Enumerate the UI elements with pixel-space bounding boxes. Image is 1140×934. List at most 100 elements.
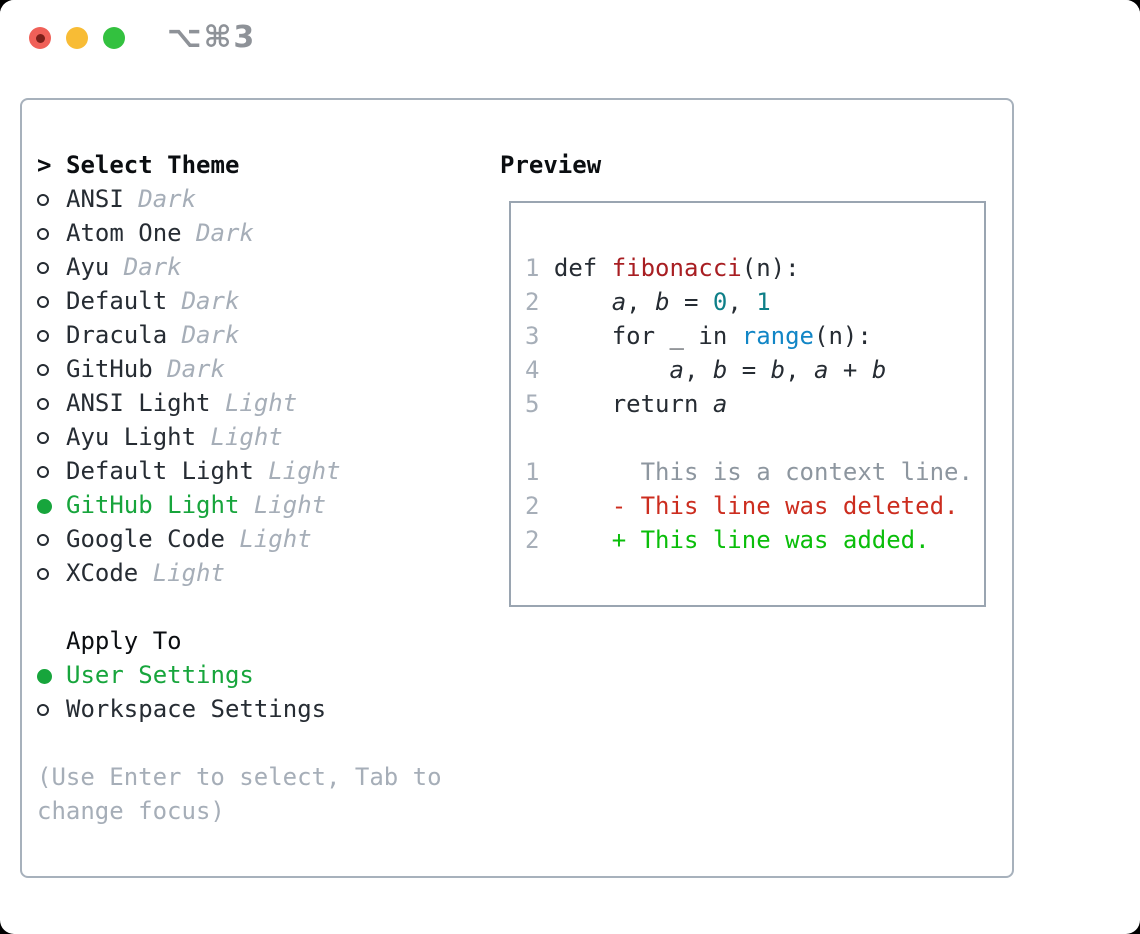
code-segment-pl xyxy=(539,254,553,282)
code-segment-var: b xyxy=(871,356,887,384)
theme-option[interactable]: ANSI Light Light xyxy=(37,386,442,420)
option-label: GitHub Light xyxy=(66,491,240,519)
radio-unselected-icon xyxy=(37,386,66,420)
preview-column: Preview xyxy=(500,148,601,182)
option-label: Default xyxy=(66,287,168,315)
theme-option[interactable]: Atom One Dark xyxy=(37,216,442,250)
code-segment-ln: 2 xyxy=(525,492,540,520)
radio-selected-icon xyxy=(37,658,66,692)
radio-unselected-icon xyxy=(37,318,66,352)
theme-option[interactable]: Ayu Dark xyxy=(37,250,442,284)
code-segment-ln: 2 xyxy=(525,526,540,554)
preview-line: 1 def fibonacci(n): xyxy=(525,251,984,285)
code-segment-ln: 1 xyxy=(525,458,540,486)
code-segment-pl: , xyxy=(785,356,815,384)
code-segment-pl: def xyxy=(553,254,612,282)
code-segment-ln: 3 xyxy=(525,322,540,350)
preview-heading: Preview xyxy=(500,151,602,179)
variant-label: Light xyxy=(253,457,341,485)
option-label: Ayu xyxy=(66,253,110,281)
radio-unselected-icon xyxy=(37,454,66,488)
preview-line: 3 for _ in range(n): xyxy=(525,319,984,353)
theme-option[interactable]: ANSI Dark xyxy=(37,182,442,216)
code-segment-pl: return xyxy=(539,390,713,418)
variant-label: Dark xyxy=(152,355,225,383)
variant-label: Dark xyxy=(167,287,240,315)
radio-unselected-icon xyxy=(37,352,66,386)
theme-option[interactable]: Google Code Light xyxy=(37,522,442,556)
select-theme-heading: >Select Theme xyxy=(37,148,442,182)
minimize-button[interactable] xyxy=(66,27,88,49)
prompt-icon: > xyxy=(37,151,52,179)
code-segment-pl: for _ in xyxy=(539,322,742,350)
preview-line: 1 This is a context line. xyxy=(525,455,984,489)
close-button[interactable] xyxy=(29,27,51,49)
variant-label: Light xyxy=(210,389,298,417)
code-segment-pl: , xyxy=(683,356,713,384)
code-segment-num: 1 xyxy=(756,288,771,316)
radio-unselected-icon xyxy=(37,284,66,318)
theme-option[interactable]: GitHub Dark xyxy=(37,352,442,386)
help-line: change focus) xyxy=(37,797,225,825)
variant-label: Dark xyxy=(109,253,182,281)
theme-option[interactable]: Default Dark xyxy=(37,284,442,318)
code-segment-ln: 1 xyxy=(525,254,540,282)
code-segment-var: a xyxy=(814,356,829,384)
theme-option[interactable]: Default Light Light xyxy=(37,454,442,488)
variant-label: Light xyxy=(224,525,312,553)
help-line: (Use Enter to select, Tab to xyxy=(37,763,442,791)
theme-option[interactable]: Ayu Light Light xyxy=(37,420,442,454)
code-segment-pl: , xyxy=(727,288,757,316)
code-segment-pl: = xyxy=(727,356,771,384)
variant-label: Light xyxy=(196,423,283,451)
help-text: (Use Enter to select, Tab to change focus… xyxy=(37,760,442,828)
code-segment-call: range xyxy=(741,322,814,350)
preview-line xyxy=(525,421,984,455)
code-segment-pl: (n): xyxy=(741,254,800,282)
option-label: Workspace Settings xyxy=(66,695,327,723)
traffic-lights xyxy=(29,27,125,49)
window-title: ⌥⌘3 xyxy=(167,20,257,55)
radio-unselected-icon xyxy=(37,522,66,556)
variant-label: Dark xyxy=(181,219,254,247)
theme-option[interactable]: XCode Light xyxy=(37,556,442,590)
radio-unselected-icon xyxy=(37,250,66,284)
code-segment-del: - This line was deleted. xyxy=(539,492,959,520)
code-segment-var: b xyxy=(655,288,670,316)
titlebar: ⌥⌘3 xyxy=(0,0,1140,76)
code-segment-pl: (n): xyxy=(814,322,872,350)
radio-unselected-icon xyxy=(37,182,66,216)
zoom-button[interactable] xyxy=(103,27,125,49)
radio-unselected-icon xyxy=(37,216,66,250)
preview-line: 2 - This line was deleted. xyxy=(525,489,984,523)
code-segment-pl xyxy=(539,288,611,316)
option-label: XCode xyxy=(66,559,139,587)
code-segment-pl: + xyxy=(828,356,872,384)
code-segment-ln: 4 xyxy=(525,356,540,384)
variant-label: Light xyxy=(138,559,225,587)
code-segment-var: b xyxy=(712,356,728,384)
apply-option[interactable]: User Settings xyxy=(37,658,442,692)
variant-label: Dark xyxy=(123,185,197,213)
option-label: ANSI Light xyxy=(66,389,211,417)
apply-option[interactable]: Workspace Settings xyxy=(37,692,442,726)
variant-label: Light xyxy=(239,491,327,519)
preview-line: 2 a, b = 0, 1 xyxy=(525,285,984,319)
radio-unselected-icon xyxy=(37,692,66,726)
preview-line: 5 return a xyxy=(525,387,984,421)
code-segment-pl: , xyxy=(626,288,656,316)
code-segment-var: a xyxy=(611,288,627,316)
apply-to-heading-label: Apply To xyxy=(66,627,182,655)
radio-unselected-icon xyxy=(37,420,66,454)
code-segment-ctx: This is a context line. xyxy=(539,458,973,486)
apply-to-heading: Apply To xyxy=(37,624,442,658)
code-segment-var: a xyxy=(712,390,728,418)
option-label: Default Light xyxy=(66,457,254,485)
theme-option[interactable]: GitHub Light Light xyxy=(37,488,442,522)
code-segment-pl xyxy=(539,356,669,384)
option-label: Google Code xyxy=(66,525,225,553)
theme-option[interactable]: Dracula Dark xyxy=(37,318,442,352)
